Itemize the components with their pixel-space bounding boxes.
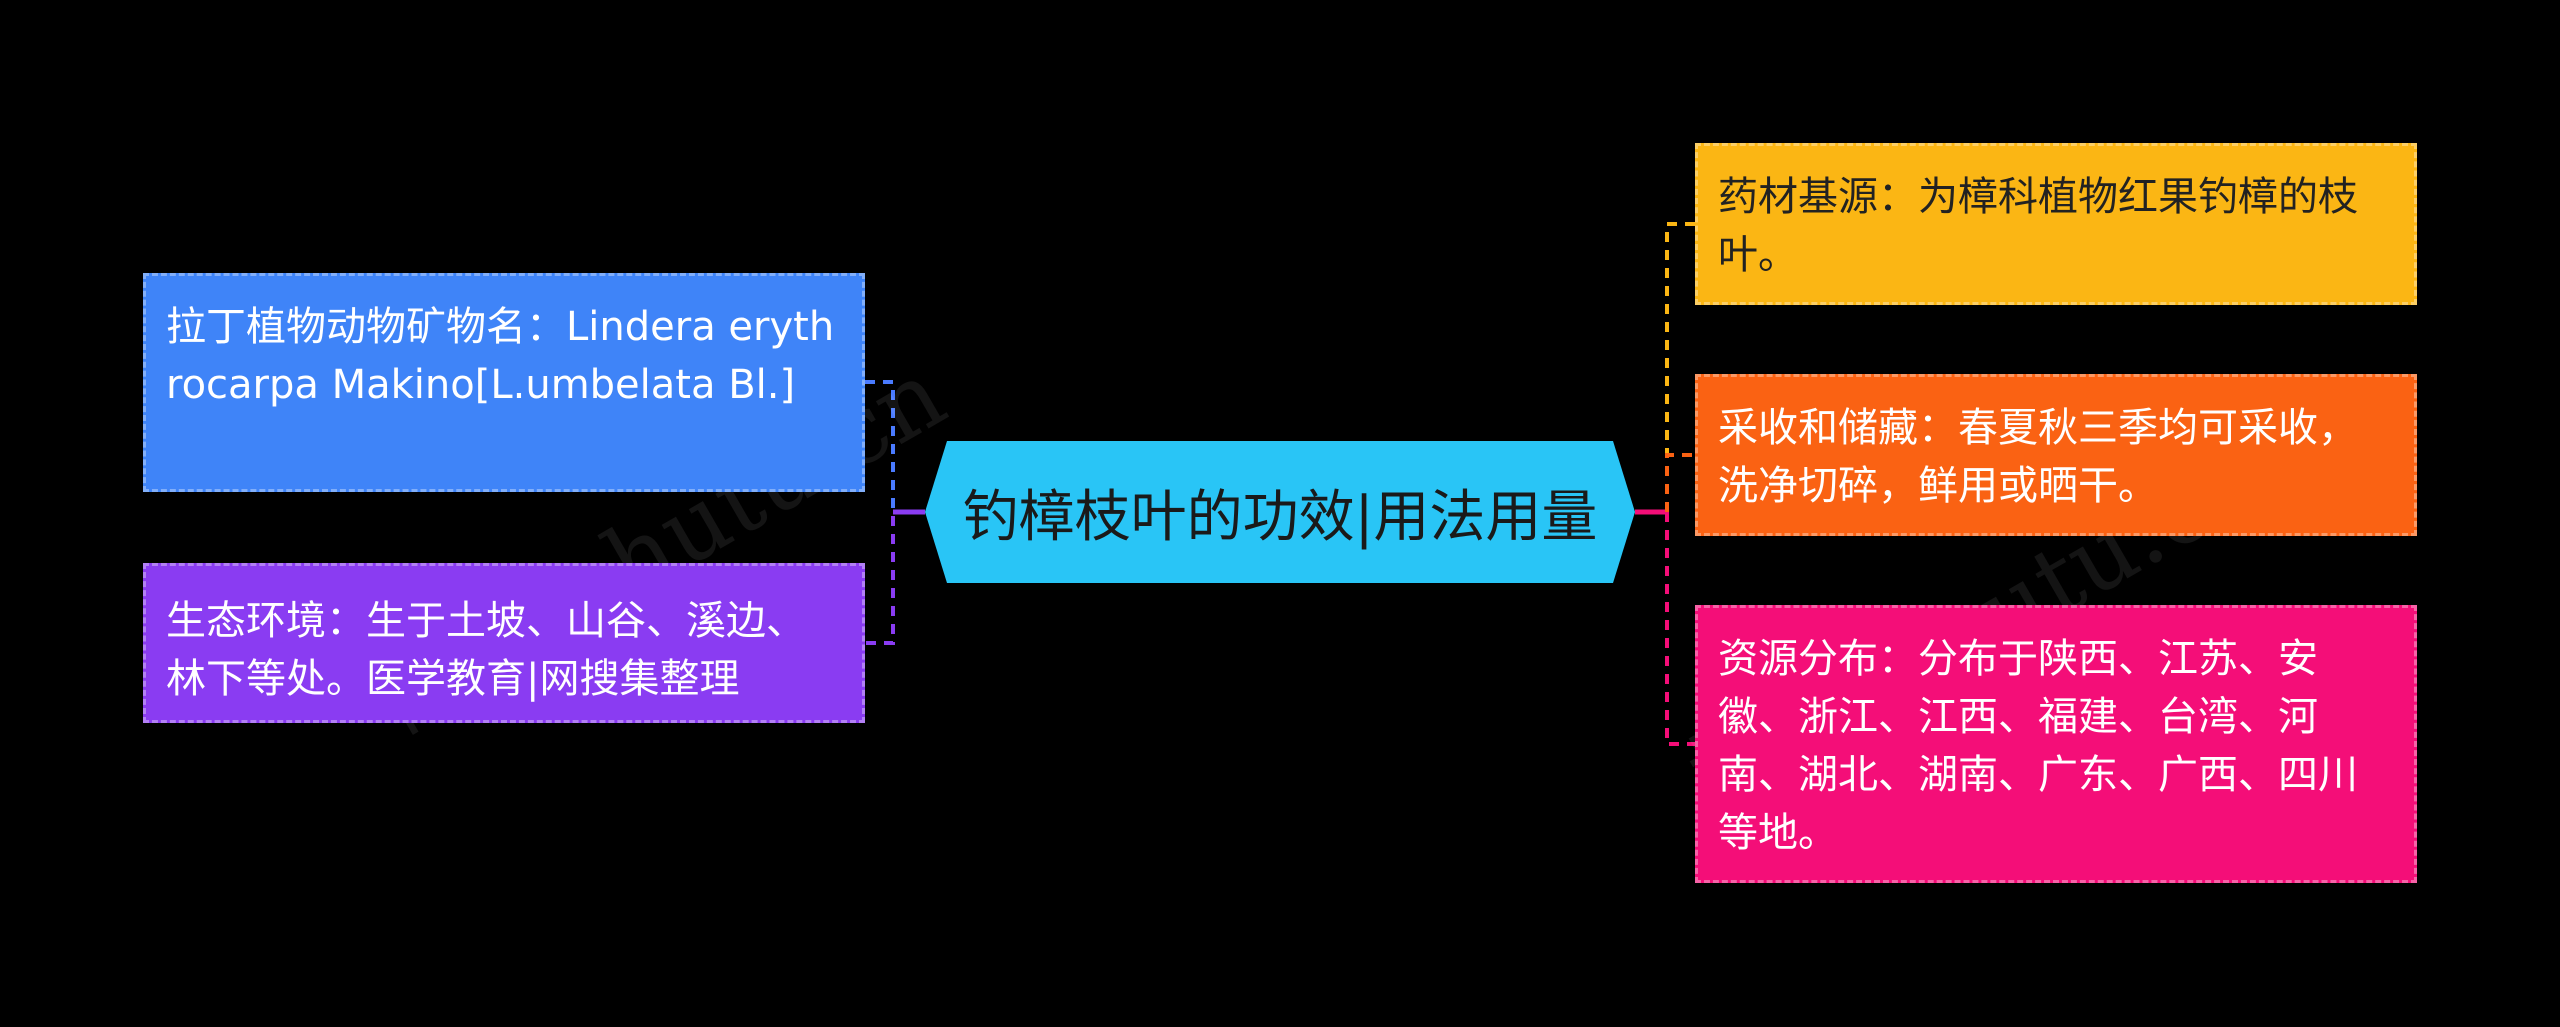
topic-ecology[interactable]: 生态环境：生于土坡、山谷、溪边、林下等处。医学教育|网搜集整理 [143,563,865,723]
root-topic-title: 钓樟枝叶的功效|用法用量 [962,484,1598,550]
topic-distribution-text: 资源分布：分布于陕西、江苏、安徽、浙江、江西、福建、台湾、河南、湖北、湖南、广东… [1718,636,2358,856]
topic-source[interactable]: 药材基源：为樟科植物红果钓樟的枝叶。 [1695,143,2417,305]
topic-latin-name[interactable]: 拉丁植物动物矿物名：Lindera erythrocarpa Makino[L.… [143,273,865,492]
topic-ecology-text: 生态环境：生于土坡、山谷、溪边、林下等处。医学教育|网搜集整理 [166,598,806,702]
topic-harvest-storage-text: 采收和储藏：春夏秋三季均可采收，洗净切碎，鲜用或晒干。 [1718,405,2358,509]
connector-right-1 [1665,222,1695,512]
topic-source-text: 药材基源：为樟科植物红果钓樟的枝叶。 [1718,174,2358,278]
topic-harvest-storage[interactable]: 采收和储藏：春夏秋三季均可采收，洗净切碎，鲜用或晒干。 [1695,374,2417,536]
connector-left-2 [865,510,925,645]
connector-left-1 [865,380,925,514]
topic-latin-name-text: 拉丁植物动物矿物名：Lindera erythrocarpa Makino[L.… [166,304,835,408]
connector-right-3 [1665,512,1695,746]
root-topic[interactable]: 钓樟枝叶的功效|用法用量 [925,441,1635,583]
topic-distribution[interactable]: 资源分布：分布于陕西、江苏、安徽、浙江、江西、福建、台湾、河南、湖北、湖南、广东… [1695,605,2417,883]
connector-right-2 [1665,453,1695,512]
